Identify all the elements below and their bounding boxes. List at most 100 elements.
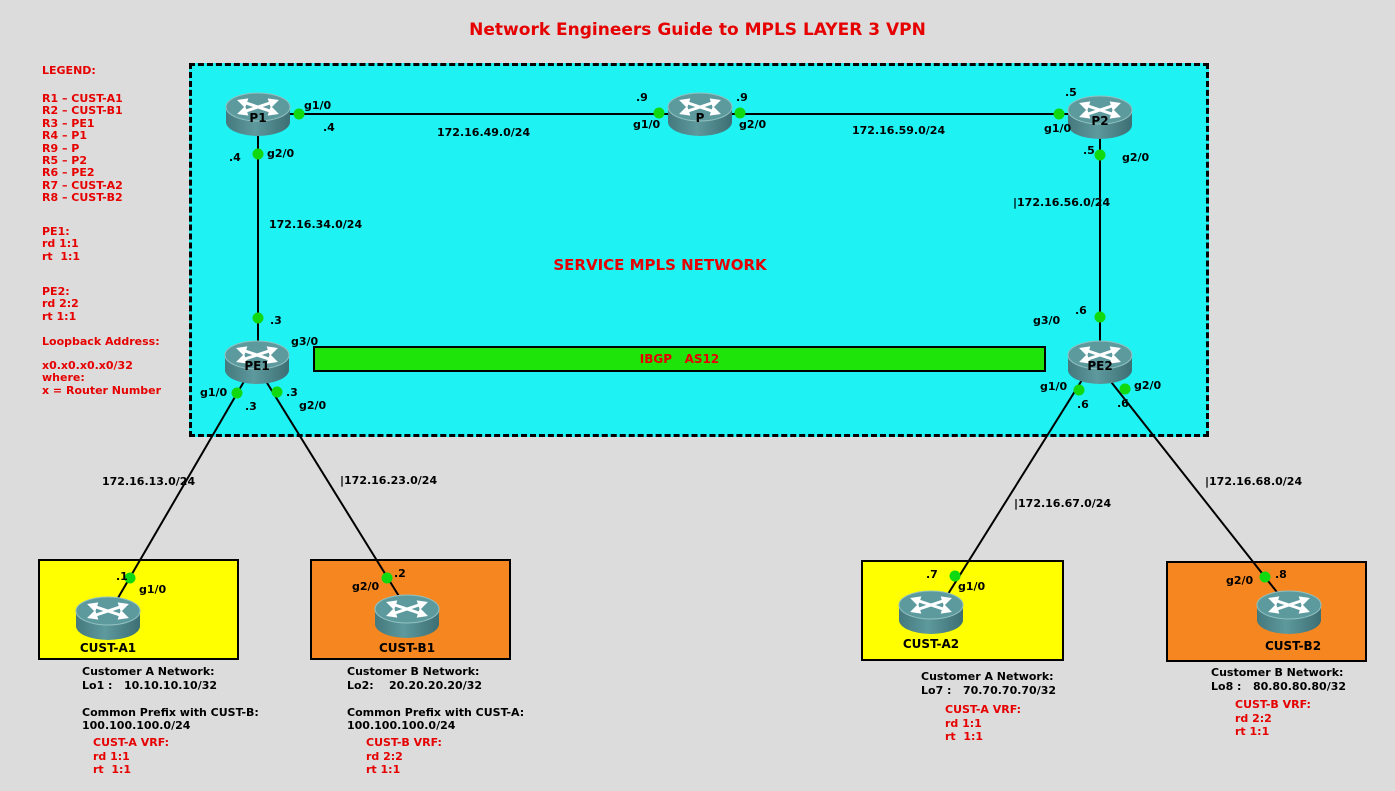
port-dot xyxy=(1073,384,1085,396)
note-cust-b1-info: Customer B Network: Lo2: 20.20.20.20/32 … xyxy=(347,665,525,732)
port-dot xyxy=(1094,311,1106,323)
if-label-p-g2-0: g2/0 xyxy=(739,118,767,131)
port-dot xyxy=(124,572,136,584)
router-label-cust-a1: CUST-A1 xyxy=(79,641,137,655)
ip-label-pe2-dot6-g2: .6 xyxy=(1117,397,1129,410)
network-label-172-16-34: 172.16.34.0/24 xyxy=(269,218,363,231)
ip-label-pe1-dot3-g2: .3 xyxy=(286,386,298,399)
ip-label-cust-a2-dot7: .7 xyxy=(926,568,938,581)
legend-item: R3 – PE1 xyxy=(42,116,95,130)
legend: LEGEND: R1 – CUST-A1 R2 – CUST-B1 R3 – P… xyxy=(42,64,123,205)
legend-item: R7 – CUST-A2 xyxy=(42,178,123,192)
legend-item: R4 – P1 xyxy=(42,129,87,143)
if-label-p2-g2-0: g2/0 xyxy=(1122,151,1150,164)
legend-heading: LEGEND: xyxy=(42,64,96,77)
legend-items: R1 – CUST-A1 R2 – CUST-B1 R3 – PE1 R4 – … xyxy=(42,92,123,205)
if-label-cust-a1-g1-0: g1/0 xyxy=(139,583,167,596)
note-cust-b2-info: Customer B Network: Lo8 : 80.80.80.80/32 xyxy=(1211,666,1347,693)
router-label: PE2 xyxy=(1087,359,1113,373)
port-dot xyxy=(1094,149,1106,161)
legend-item: R1 – CUST-A1 xyxy=(42,92,123,105)
note-cust-a2-vrf: CUST-A VRF: rd 1:1 rt 1:1 xyxy=(945,703,1022,743)
network-label-172-16-13: 172.16.13.0/24 xyxy=(102,475,196,488)
note-cust-b2-vrf: CUST-B VRF: rd 2:2 rt 1:1 xyxy=(1235,698,1311,738)
ip-label-cust-a1-dot1: .1 xyxy=(116,570,128,583)
service-network-label: SERVICE MPLS NETWORK xyxy=(553,256,767,274)
port-dot xyxy=(734,107,746,119)
note-cust-b1-vrf: CUST-B VRF: rd 2:2 rt 1:1 xyxy=(366,736,442,776)
network-label-172-16-59: 172.16.59.0/24 xyxy=(852,124,946,137)
ip-label-p1-dot4: .4 xyxy=(323,121,335,134)
if-label-pe2-g2-0: g2/0 xyxy=(1134,379,1162,392)
ip-label-pe1-dot3-top: .3 xyxy=(270,314,282,327)
router-label-cust-b2: CUST-B2 xyxy=(1264,639,1322,653)
ip-label-pe2-dot6-top: .6 xyxy=(1075,304,1087,317)
router-pe1[interactable]: PE1 xyxy=(223,338,291,388)
router-icon xyxy=(373,592,441,642)
port-dot xyxy=(252,312,264,324)
if-label-pe2-g3-0: g3/0 xyxy=(1033,314,1061,327)
router-label: PE1 xyxy=(244,359,270,373)
ip-label-pe2-dot6-g1: .6 xyxy=(1077,398,1089,411)
network-label-172-16-49: 172.16.49.0/24 xyxy=(437,126,531,139)
note-cust-a1-vrf: CUST-A VRF: rd 1:1 rt 1:1 xyxy=(93,736,170,776)
legend-item: R8 – CUST-B2 xyxy=(42,191,123,205)
if-label-cust-a2-g1-0: g1/0 xyxy=(958,580,986,593)
if-label-p-g1-0: g1/0 xyxy=(633,118,661,131)
loopback-heading: Loopback Address: xyxy=(42,335,160,348)
network-label-172-16-23: |172.16.23.0/24 xyxy=(340,474,438,487)
network-label-172-16-56: |172.16.56.0/24 xyxy=(1013,196,1111,209)
legend-item: R6 – PE2 xyxy=(42,166,95,180)
router-pe2[interactable]: PE2 xyxy=(1066,338,1134,388)
router-p2[interactable]: P2 xyxy=(1066,93,1134,143)
router-label: P1 xyxy=(249,111,267,125)
router-label: P xyxy=(695,111,705,125)
ip-label-p-dot9-left: .9 xyxy=(636,91,648,104)
ip-label-cust-b1-dot2: .2 xyxy=(394,567,406,580)
port-dot xyxy=(293,108,305,120)
legend-item: R2 – CUST-B1 xyxy=(42,104,123,118)
pe1-vrf-note: PE1: rd 1:1 rt 1:1 xyxy=(42,225,81,263)
diagram-title: Network Engineers Guide to MPLS LAYER 3 … xyxy=(469,20,926,40)
router-cust-b1[interactable] xyxy=(373,592,441,642)
port-dot xyxy=(381,572,393,584)
if-label-cust-b1-g2-0: g2/0 xyxy=(352,580,380,593)
legend-item: R9 – P xyxy=(42,141,80,155)
ip-label-p1-dot4-down: .4 xyxy=(229,151,241,164)
router-cust-b2[interactable] xyxy=(1255,588,1323,638)
router-cust-a2[interactable] xyxy=(897,588,965,638)
router-cust-a1[interactable] xyxy=(74,594,142,644)
if-label-pe1-g3-0: g3/0 xyxy=(291,335,319,348)
router-icon xyxy=(74,594,142,644)
if-label-p2-g1-0: g1/0 xyxy=(1044,122,1072,135)
if-label-cust-b2-g2-0: g2/0 xyxy=(1226,574,1254,587)
port-dot xyxy=(1259,571,1271,583)
router-p[interactable]: P xyxy=(666,90,734,140)
network-label-172-16-67: |172.16.67.0/24 xyxy=(1014,497,1112,510)
if-label-p1-g1-0: g1/0 xyxy=(304,99,332,112)
loopback-note: x0.x0.x0.x0/32 where: x = Router Number xyxy=(42,359,162,397)
router-icon xyxy=(897,588,965,638)
ip-label-p2-dot5-down: .5 xyxy=(1083,144,1095,157)
legend-item: R5 – P2 xyxy=(42,154,87,168)
port-dot xyxy=(271,386,283,398)
port-dot xyxy=(1119,383,1131,395)
note-cust-a2-info: Customer A Network: Lo7 : 70.70.70.70/32 xyxy=(921,670,1057,697)
router-icon xyxy=(1255,588,1323,638)
if-label-p1-g2-0: g2/0 xyxy=(267,147,295,160)
port-dot xyxy=(653,107,665,119)
site-box-cust-a1 xyxy=(38,559,239,660)
port-dot xyxy=(231,387,243,399)
ip-label-p-dot9-right: .9 xyxy=(736,91,748,104)
router-label: P2 xyxy=(1091,114,1109,128)
if-label-pe2-g1-0: g1/0 xyxy=(1040,380,1068,393)
if-label-pe1-g2-0: g2/0 xyxy=(299,399,327,412)
network-label-172-16-68: |172.16.68.0/24 xyxy=(1205,475,1303,488)
ip-label-cust-b2-dot8: .8 xyxy=(1275,568,1287,581)
ip-label-pe1-dot3-g1: .3 xyxy=(245,400,257,413)
router-p1[interactable]: P1 xyxy=(224,90,292,140)
port-dot xyxy=(949,570,961,582)
ip-label-p2-dot5-top: .5 xyxy=(1065,86,1077,99)
note-cust-a1-info: Customer A Network: Lo1 : 10.10.10.10/32… xyxy=(82,665,259,732)
